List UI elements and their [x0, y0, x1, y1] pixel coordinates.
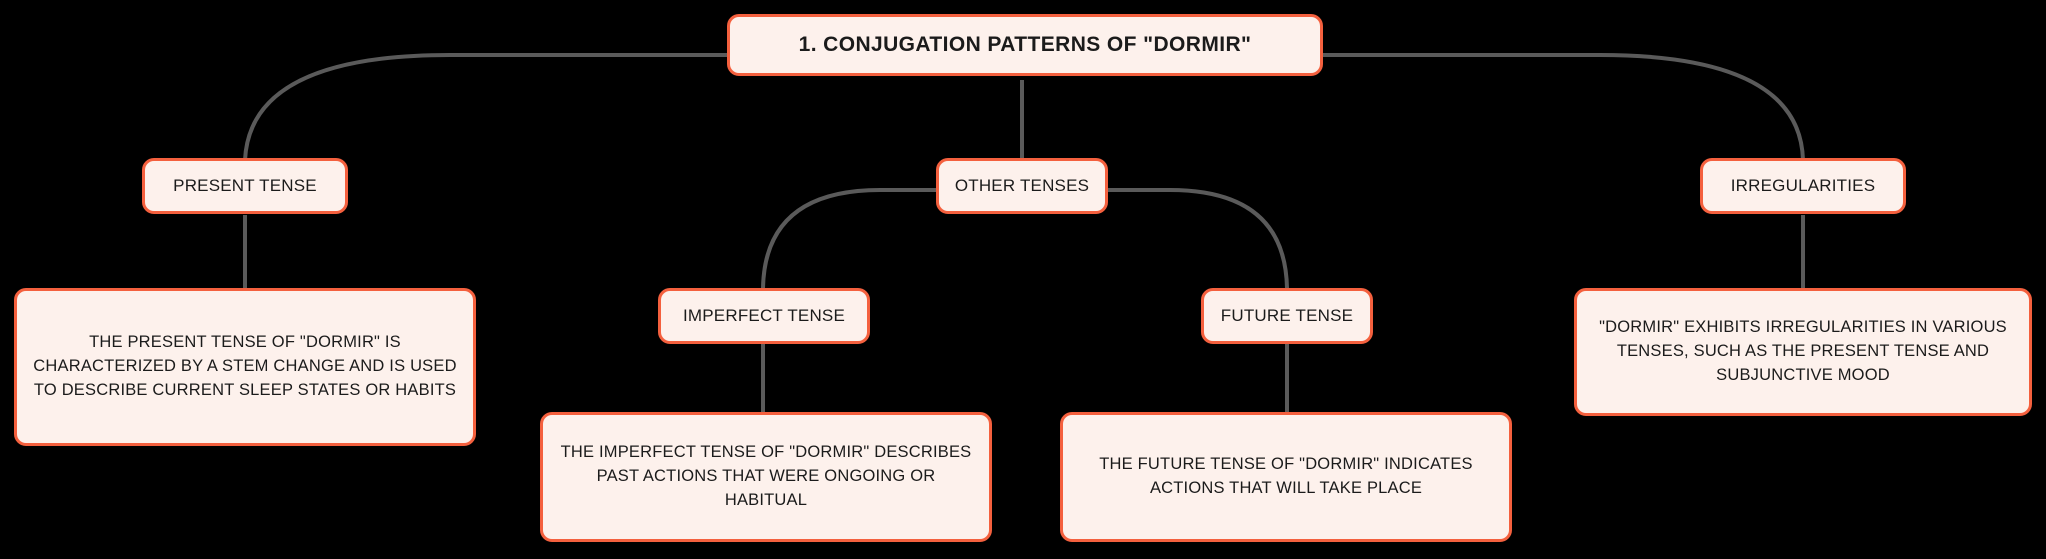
node-imperfect-tense-label: IMPERFECT TENSE	[682, 305, 845, 325]
node-irregularities-detail[interactable]: "DORMIR" EXHIBITS IRREGULARITIES IN VARI…	[1574, 288, 2032, 416]
node-irregularities[interactable]: IRREGULARITIES	[1700, 158, 1906, 214]
edge-other-to-imperfect	[761, 188, 940, 289]
node-root-label: 1. CONJUGATION PATTERNS OF "DORMIR"	[798, 32, 1252, 56]
node-imperfect-tense-detail[interactable]: THE IMPERFECT TENSE OF "DORMIR" DESCRIBE…	[540, 412, 992, 542]
node-future-tense-detail-text: THE FUTURE TENSE OF "DORMIR" INDICATES A…	[1099, 455, 1473, 497]
node-future-tense[interactable]: FUTURE TENSE	[1201, 288, 1373, 344]
node-present-tense-label: PRESENT TENSE	[173, 175, 317, 195]
node-present-tense[interactable]: PRESENT TENSE	[142, 158, 348, 214]
node-irregularities-detail-text: "DORMIR" EXHIBITS IRREGULARITIES IN VARI…	[1599, 318, 2007, 384]
edge-other-to-future	[1104, 188, 1289, 289]
node-other-tenses[interactable]: OTHER TENSES	[936, 158, 1108, 214]
node-imperfect-tense-detail-text: THE IMPERFECT TENSE OF "DORMIR" DESCRIBE…	[560, 443, 972, 509]
node-imperfect-tense[interactable]: IMPERFECT TENSE	[658, 288, 870, 344]
node-root[interactable]: 1. CONJUGATION PATTERNS OF "DORMIR"	[727, 14, 1323, 76]
edge-root-to-present-tense	[243, 53, 730, 161]
node-present-tense-detail[interactable]: THE PRESENT TENSE OF "DORMIR" IS CHARACT…	[14, 288, 476, 446]
node-irregularities-label: IRREGULARITIES	[1730, 175, 1876, 195]
node-other-tenses-label: OTHER TENSES	[954, 175, 1090, 195]
node-future-tense-label: FUTURE TENSE	[1220, 305, 1354, 325]
node-future-tense-detail[interactable]: THE FUTURE TENSE OF "DORMIR" INDICATES A…	[1060, 412, 1512, 542]
edge-root-to-irregularities	[1320, 53, 1805, 161]
node-present-tense-detail-text: THE PRESENT TENSE OF "DORMIR" IS CHARACT…	[33, 333, 457, 399]
